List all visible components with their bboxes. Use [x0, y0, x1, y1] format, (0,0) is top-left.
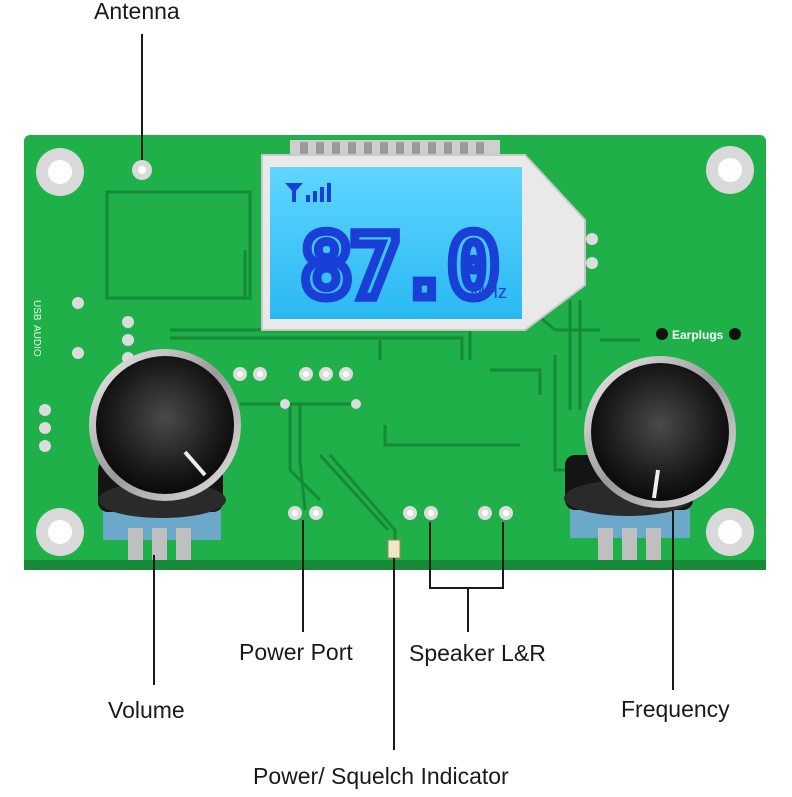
lcd-frequency: 87.0: [300, 215, 496, 318]
antenna-signal-icon: [285, 183, 331, 202]
callout-indicator: Power/ Squelch Indicator: [253, 763, 509, 789]
callout-power-port: Power Port: [239, 639, 353, 665]
traces: [170, 250, 640, 545]
lcd-screen: [270, 167, 522, 319]
silk-usb: USB: [31, 300, 42, 321]
silk-audio: AUDIO: [31, 325, 42, 357]
earplugs-label: Earplugs: [672, 328, 724, 342]
callout-volume: Volume: [108, 697, 185, 723]
mounting-holes: [36, 146, 754, 556]
lcd-unit: MHz: [470, 282, 507, 302]
frequency-knob[interactable]: [564, 356, 736, 560]
callout-frequency: Frequency: [621, 696, 730, 722]
callout-antenna: Antenna: [94, 0, 180, 24]
volume-knob[interactable]: [89, 349, 241, 560]
indicator-led: [387, 539, 401, 559]
leader-lines: [141, 34, 674, 750]
callout-speaker: Speaker L&R: [409, 640, 546, 666]
